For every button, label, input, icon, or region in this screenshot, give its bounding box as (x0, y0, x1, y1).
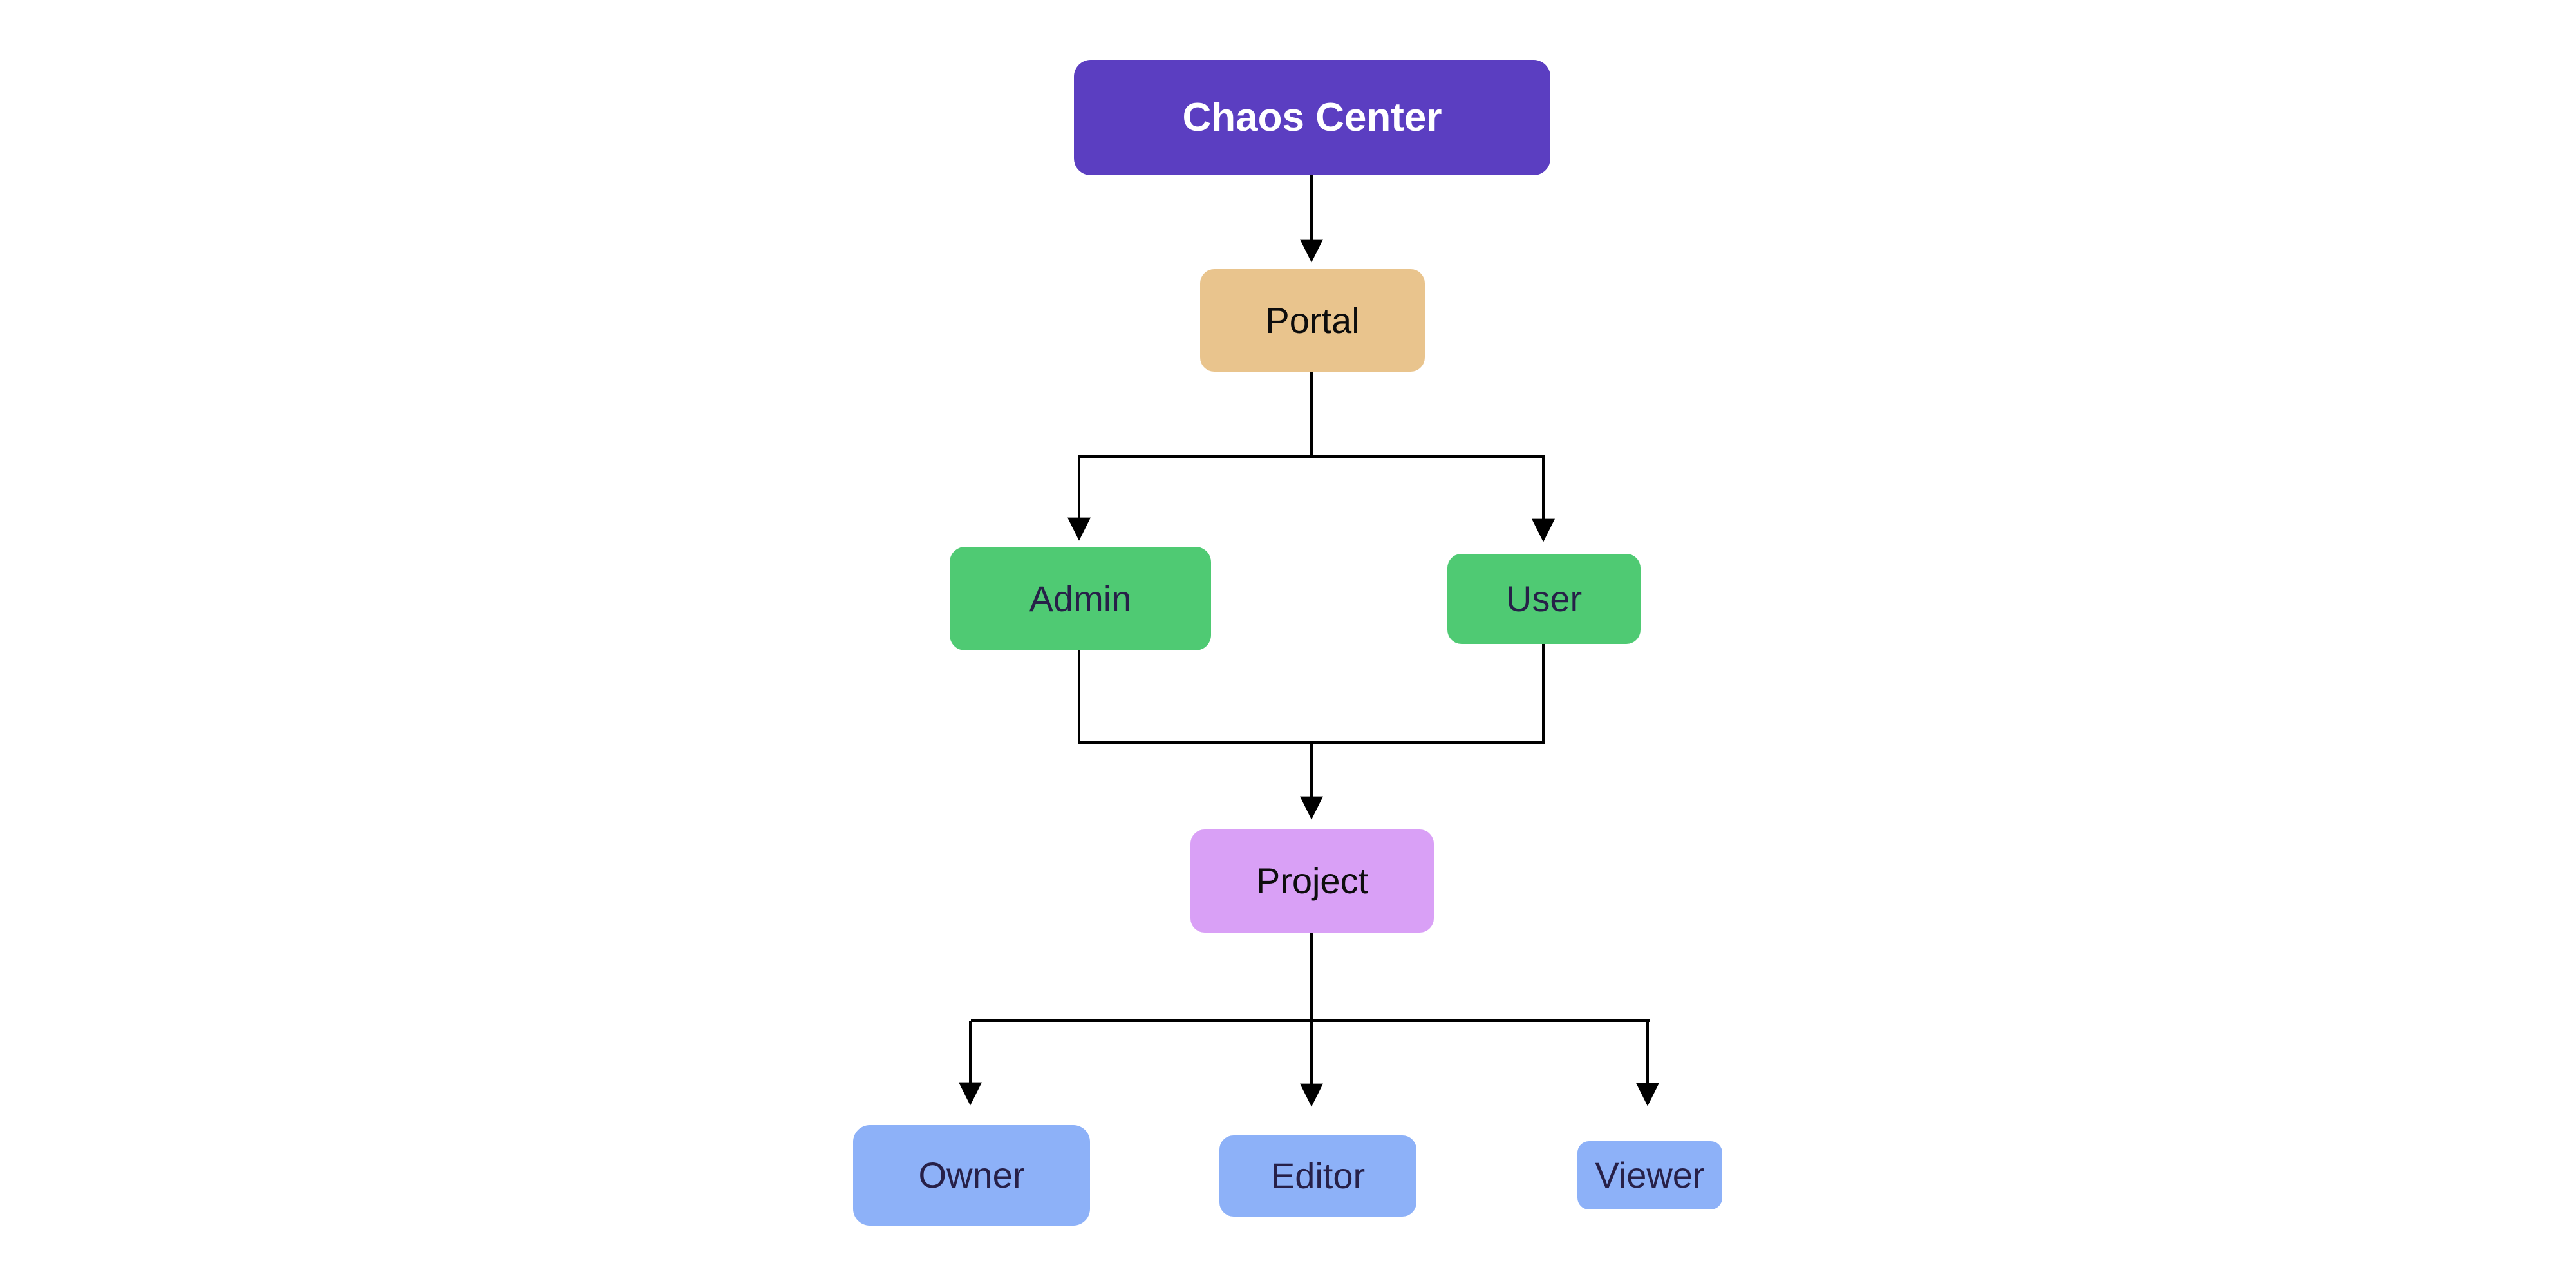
node-project-label: Project (1255, 860, 1369, 901)
node-viewer: Viewer (1577, 1141, 1722, 1209)
node-chaos-center-label: Chaos Center (1182, 95, 1442, 140)
node-project: Project (1190, 829, 1434, 933)
node-editor: Editor (1219, 1135, 1416, 1217)
node-user: User (1447, 554, 1641, 644)
node-portal-label: Portal (1265, 299, 1360, 341)
node-portal: Portal (1200, 269, 1425, 372)
node-editor-label: Editor (1270, 1155, 1366, 1196)
node-chaos-center: Chaos Center (1074, 60, 1550, 175)
node-owner-label: Owner (918, 1155, 1025, 1195)
node-viewer-label: Viewer (1595, 1155, 1705, 1195)
node-admin: Admin (950, 547, 1211, 650)
node-admin-label: Admin (1029, 578, 1132, 619)
node-user-label: User (1505, 578, 1583, 619)
node-owner: Owner (853, 1125, 1090, 1226)
